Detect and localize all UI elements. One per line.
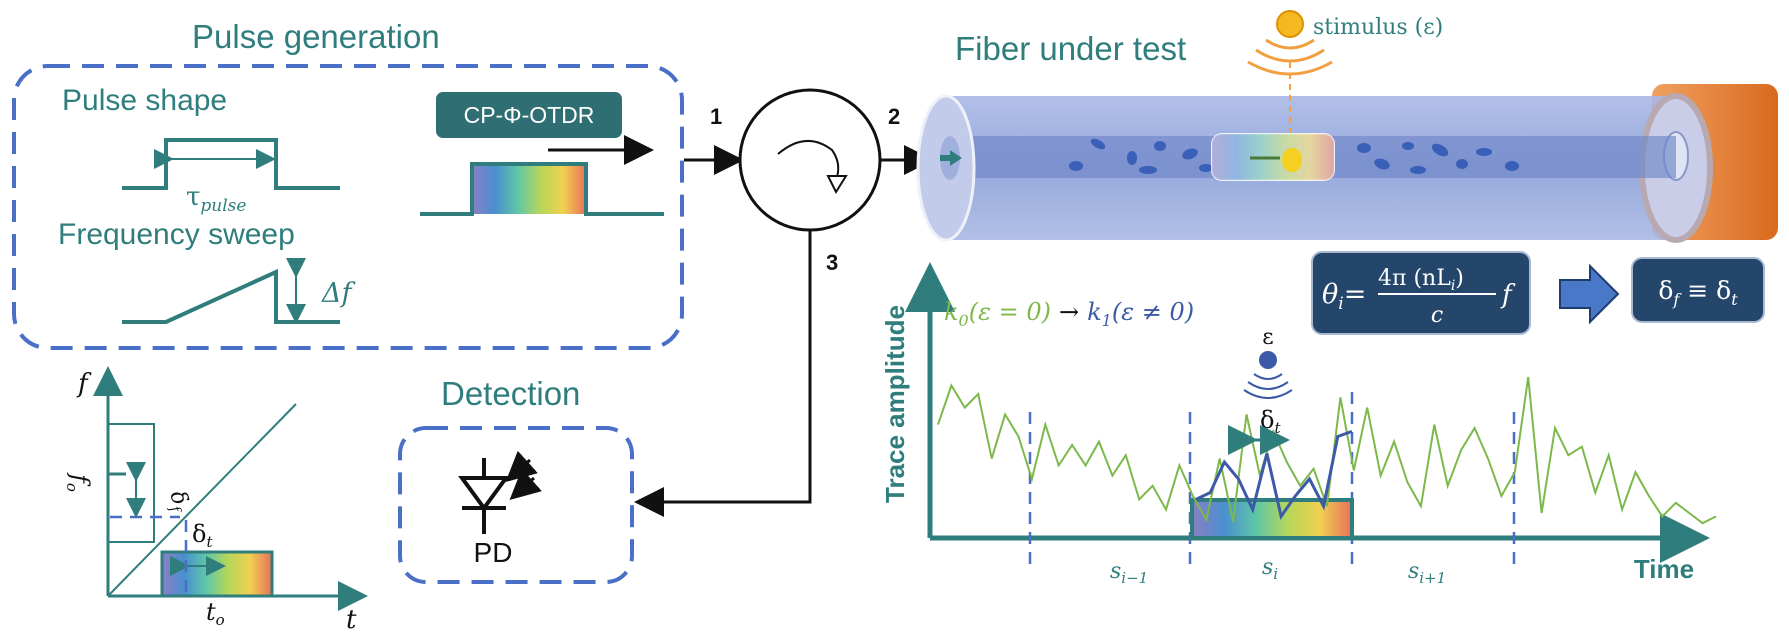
- segment-label-next: si+1: [1408, 559, 1446, 587]
- trace-ylabel: Trace amplitude: [880, 305, 910, 503]
- ft-fo-label: fo: [63, 472, 94, 492]
- stimulus-sun-icon: [1276, 10, 1304, 38]
- epsilon-stimulus-icon: [1243, 351, 1293, 399]
- epsilon-label: ε: [1262, 325, 1273, 350]
- chirped-pulse-outline: [420, 162, 664, 216]
- pulse-shape-label: Pulse shape: [62, 84, 227, 117]
- ft-to-label: to: [206, 598, 225, 629]
- port1-label: 1: [710, 104, 722, 129]
- port2-label: 2: [888, 104, 900, 129]
- segment-dividers: [1028, 392, 1516, 570]
- photodiode-icon: [458, 450, 542, 534]
- frequency-sweep-label: Frequency sweep: [58, 218, 295, 251]
- pulse-generation-box: [12, 64, 684, 350]
- equation-denominator: c: [1431, 303, 1443, 328]
- tau-label: τpulse: [186, 182, 246, 216]
- trace-pulse: [1190, 498, 1354, 540]
- chirped-pulse-fill: [472, 164, 586, 214]
- pulse-shape-waveform: [122, 138, 340, 190]
- cp-otdr-badge: [436, 92, 622, 138]
- series-k0-line: [937, 376, 1717, 525]
- pd-label: PD: [474, 537, 513, 568]
- trace-delta-t-label: δt: [1260, 406, 1281, 437]
- ft-delta-t-label: δt: [192, 520, 213, 551]
- port3-arrow: [634, 230, 812, 517]
- detection-box: [398, 426, 634, 584]
- implies-arrow-icon: [1559, 263, 1620, 325]
- trace-legend: k0(ε = 0)→k1(ε ≠ 0): [944, 298, 1194, 330]
- cp-otdr-badge-label: CP-Φ-OTDR: [464, 102, 595, 128]
- stimulus-label: stimulus (ε): [1313, 15, 1443, 40]
- equivalence-text: δf ≡ δt: [1658, 276, 1738, 309]
- ft-freq-band: [107, 423, 155, 543]
- segment-label-prev: si−1: [1110, 559, 1148, 587]
- segment-label-current: si: [1262, 555, 1278, 583]
- trace-xlabel: Time: [1634, 554, 1694, 584]
- scatterers: [1069, 138, 1519, 174]
- equation-numerator: 4π (nLi): [1378, 266, 1464, 294]
- fiber-input-arrow-icon: [940, 150, 962, 166]
- ft-f-label: f: [76, 369, 92, 399]
- fiber-title: Fiber under test: [955, 30, 1186, 67]
- stimulus-spot: [1282, 148, 1302, 172]
- equivalence-box: [1631, 257, 1765, 323]
- stimulus-waves-icon: [1247, 38, 1333, 76]
- frequency-sweep-waveform: [122, 268, 340, 324]
- ft-sweep-line: [107, 403, 297, 597]
- ft-pulse: [160, 550, 274, 598]
- ft-t-label: t: [346, 605, 357, 632]
- series-k1-line: [1195, 429, 1353, 521]
- equation-lhs: θi=: [1322, 279, 1366, 314]
- circulator: [738, 88, 882, 232]
- delta-f-label: Δf: [321, 278, 355, 309]
- circulator-arrow-icon: [777, 139, 840, 181]
- port3-label: 3: [826, 250, 838, 275]
- pulse-generation-title: Pulse generation: [192, 18, 440, 55]
- circulator-arrowhead-icon: [826, 175, 848, 195]
- detection-title: Detection: [441, 375, 580, 412]
